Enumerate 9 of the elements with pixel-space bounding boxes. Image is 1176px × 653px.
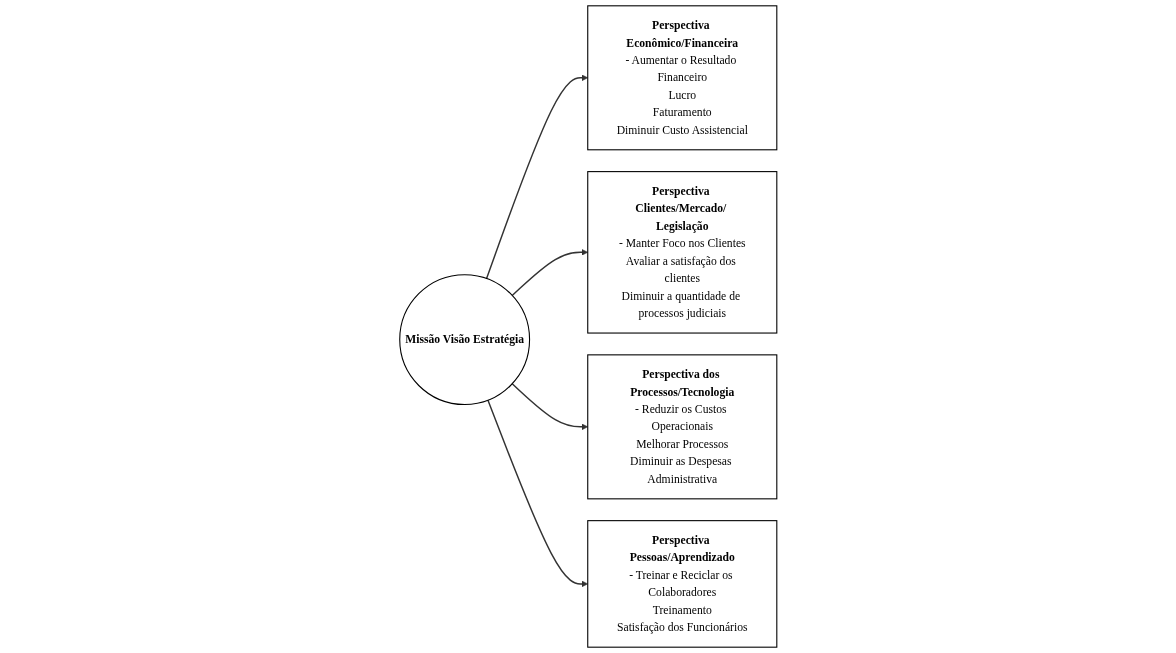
node-circle: Missão Visão Estratégia — [398, 274, 530, 406]
node-box: Perspectiva dos Processos/Tecnologia - Reduzir os Custos Operacionais Melhorar Processos Diminuir as Despesas Administrativa — [586, 354, 778, 500]
node-box: Perspectiva Econômico/Financeira - Aumentar o Resultado Financeiro Lucro Faturamento Diminuir Custo Assistencial — [586, 5, 778, 151]
arrow — [511, 383, 588, 431]
arrow — [511, 249, 588, 297]
node-box: Perspectiva Pessoas/Aprendizado - Treinar e Reciclar os Colaboradores Treinamento Satisfação dos Funcionários — [586, 520, 778, 648]
arrow — [486, 399, 588, 588]
arrow — [485, 74, 588, 280]
node-box: Perspectiva Clientes/Mercado/ Legislação - Manter Foco nos Clientes Avaliar a satisfação dos clientes Diminuir a quantidade de processos judiciais — [586, 171, 778, 334]
